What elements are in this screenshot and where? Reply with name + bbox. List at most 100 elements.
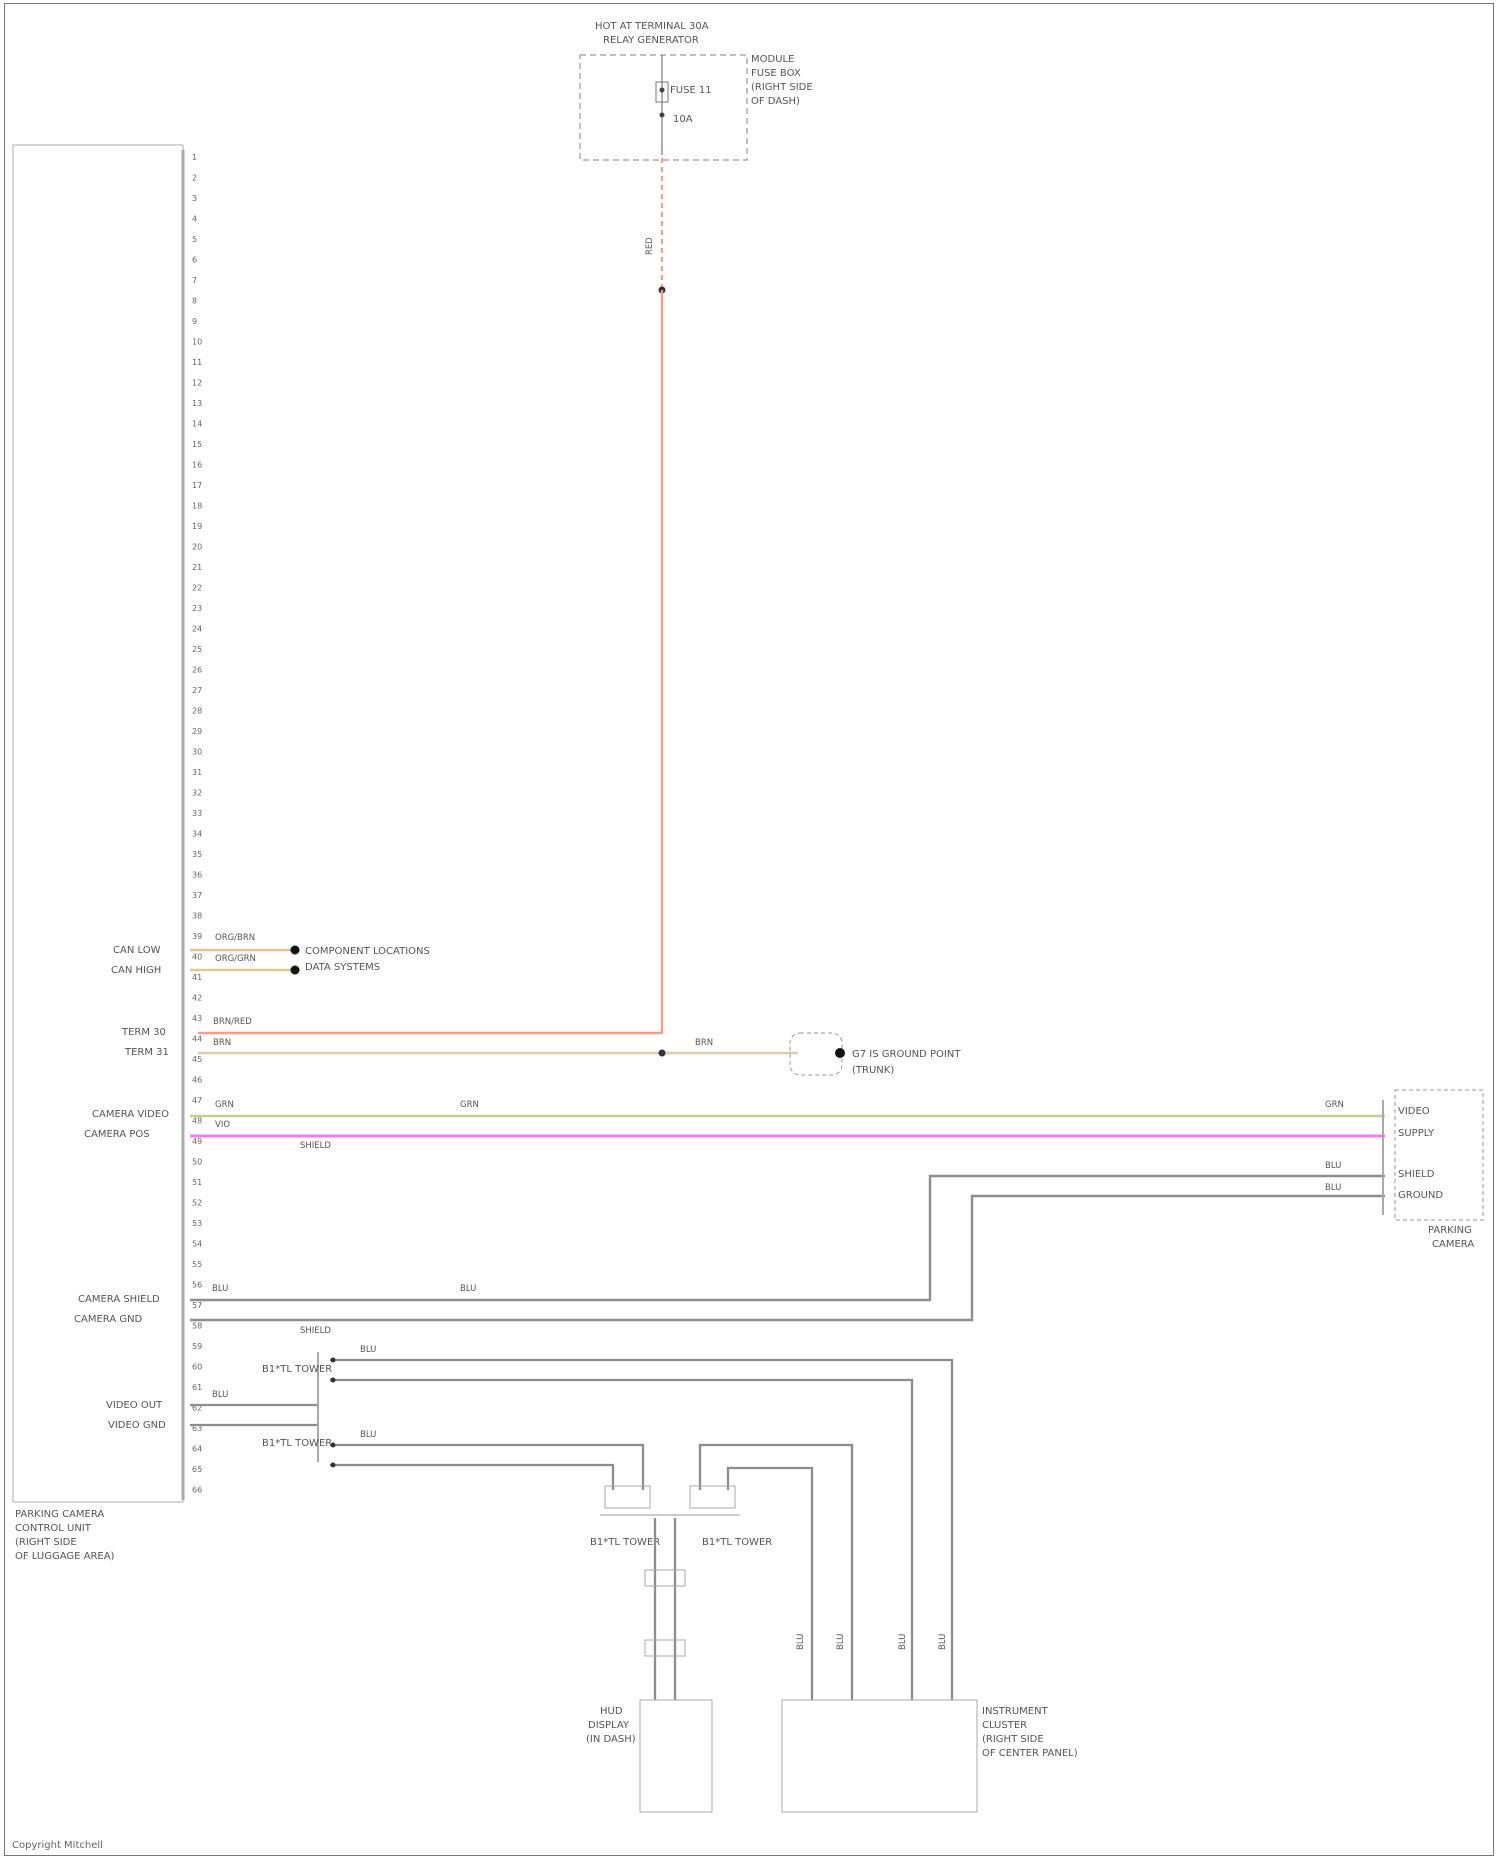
sig-can-low: CAN LOW [113, 945, 161, 956]
can-low-node [291, 946, 300, 955]
ecu-pin-number: 11 [192, 358, 202, 367]
hud-name-2: DISPLAY [588, 1720, 630, 1731]
shield-label-1: SHIELD [300, 1141, 331, 1151]
cam-shield-color-2: BLU [460, 1284, 476, 1294]
ecu-pin-number: 52 [192, 1199, 202, 1208]
ecu-pin-number: 19 [192, 522, 202, 531]
ecu-pin-number: 49 [192, 1137, 202, 1146]
ic-node-1 [331, 1358, 336, 1363]
ecu-pin-number: 15 [192, 440, 202, 449]
ecu-pin-number: 26 [192, 666, 202, 675]
ecu-pin-number: 37 [192, 891, 202, 900]
ecu-pin-number: 61 [192, 1383, 202, 1392]
ic-wire-color-1: BLU [360, 1345, 376, 1355]
camera-pin-1: VIDEO [1398, 1106, 1430, 1117]
cam-video-color-2: GRN [460, 1100, 479, 1110]
cam-video-color: GRN [215, 1100, 234, 1110]
hud-inline-conn-1 [645, 1570, 685, 1586]
ecu-pin-number: 4 [192, 215, 197, 224]
red-wire [198, 290, 662, 1033]
conn-mid-b: B1*TL TOWER [702, 1537, 772, 1548]
ic-color-4: BLU [938, 1634, 948, 1650]
term31-color: BRN [213, 1038, 231, 1048]
ecu-pin-number: 27 [192, 686, 202, 695]
ic-name-4: OF CENTER PANEL) [982, 1748, 1078, 1759]
ecu-name-3: (RIGHT SIDE [15, 1537, 77, 1548]
ecu-pin-number: 25 [192, 645, 202, 654]
camera-pin-2: SUPPLY [1398, 1128, 1435, 1139]
fuse-box-name-1: MODULE [751, 54, 794, 65]
fuse-box-name-3: (RIGHT SIDE [751, 82, 813, 93]
cam-pos-color: VIO [215, 1120, 230, 1130]
ground-note-2: (TRUNK) [852, 1065, 894, 1076]
ic-name-3: (RIGHT SIDE [982, 1734, 1044, 1745]
cam-gnd-color-3: BLU [1325, 1183, 1341, 1193]
ecu-pin-number: 36 [192, 871, 202, 880]
ic-wire-3 [700, 1445, 852, 1700]
sig-video-out: VIDEO OUT [106, 1400, 163, 1411]
hud-node-1 [331, 1443, 336, 1448]
ecu-pin-number: 2 [192, 174, 197, 183]
ecu-pin-number: 12 [192, 379, 202, 388]
ecu-pin-number: 65 [192, 1465, 202, 1474]
can-note-2: DATA SYSTEMS [305, 962, 380, 973]
can-high-node [291, 966, 300, 975]
fuse-box-outline [580, 55, 747, 160]
ecu-pin-number: 57 [192, 1301, 202, 1310]
sig-video-gnd: VIDEO GND [108, 1420, 166, 1431]
conn-mid-a: B1*TL TOWER [590, 1537, 660, 1548]
fuse-label: FUSE 11 [670, 85, 712, 96]
hud-wire-2 [330, 1465, 613, 1490]
ecu-pin-number: 47 [192, 1096, 202, 1105]
ic-name-1: INSTRUMENT [982, 1706, 1049, 1717]
cam-shield-wire [190, 1176, 1385, 1300]
ic-color-2: BLU [836, 1634, 846, 1650]
term30-color: BRN/RED [213, 1017, 252, 1027]
ecu-pin-number: 41 [192, 973, 202, 982]
ecu-pin-number: 54 [192, 1240, 202, 1249]
ecu-pin-number: 43 [192, 1014, 202, 1023]
ecu-pin-number: 33 [192, 809, 202, 818]
camera-name-2: CAMERA [1432, 1239, 1474, 1250]
ecu-pin-number: 6 [192, 256, 197, 265]
ecu-pin-number: 21 [192, 563, 202, 572]
hud-outline [640, 1700, 712, 1812]
ecu-pin-number: 55 [192, 1260, 202, 1269]
ecu-pin-number: 66 [192, 1486, 202, 1495]
ecu-pin-number: 35 [192, 850, 202, 859]
ecu-pin-number: 51 [192, 1178, 202, 1187]
ecu-pin-number: 60 [192, 1363, 202, 1372]
sig-term31: TERM 31 [124, 1047, 169, 1058]
can-note-1: COMPONENT LOCATIONS [305, 946, 430, 957]
ic-outline [782, 1700, 977, 1812]
ecu-pin-number: 24 [192, 625, 202, 634]
ecu-name-1: PARKING CAMERA [15, 1509, 104, 1520]
ecu-pin-number: 53 [192, 1219, 202, 1228]
ecu-pin-number: 30 [192, 748, 202, 757]
footer-copyright: Copyright Mitchell [12, 1840, 103, 1851]
ecu-pin-number: 23 [192, 604, 202, 613]
ecu-pin-number: 40 [192, 953, 202, 962]
ecu-pin-number: 7 [192, 276, 197, 285]
ecu-pin-number: 39 [192, 932, 202, 941]
cam-gnd-wire [190, 1196, 1385, 1320]
ecu-pin-number: 42 [192, 994, 202, 1003]
sig-cam-pos: CAMERA POS [84, 1129, 150, 1140]
fuse-node [660, 88, 665, 93]
fuse-node-2 [660, 113, 665, 118]
camera-pin-4: GROUND [1398, 1190, 1443, 1201]
fuse-box-name-2: FUSE BOX [751, 68, 801, 79]
conn-top-a: B1*TL TOWER [262, 1364, 332, 1375]
ic-wire-4 [728, 1468, 812, 1700]
ground-note-1: G7 IS GROUND POINT [852, 1049, 961, 1060]
ecu-pin-number: 28 [192, 707, 202, 716]
ecu-pin-number: 9 [192, 317, 197, 326]
ecu-pin-number: 14 [192, 420, 202, 429]
ic-name-2: CLUSTER [982, 1720, 1027, 1731]
fuse-box-name-4: OF DASH) [751, 96, 800, 107]
can-high-color: ORG/GRN [215, 954, 256, 964]
ecu-pin-number: 18 [192, 502, 202, 511]
cam-shield-color: BLU [212, 1284, 228, 1294]
ic-wire-1 [330, 1360, 952, 1700]
